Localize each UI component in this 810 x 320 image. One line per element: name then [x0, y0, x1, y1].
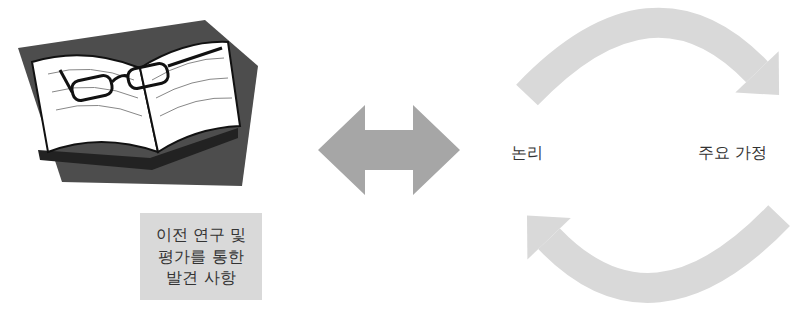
text-group: 논리: [511, 142, 543, 164]
cycle-label-node: 논리: [505, 138, 549, 168]
arrow-head: [527, 216, 571, 260]
node-text: 논리: [511, 142, 543, 164]
arrow-head: [735, 51, 779, 95]
cycle-label-node: 주요 가정: [692, 138, 773, 168]
node-text: 이전 연구 및 평가를 통한 발견 사항: [150, 224, 252, 289]
cycle-arrow: [527, 216, 779, 288]
text-group: 주요 가정: [698, 142, 767, 164]
double-arrow: [318, 105, 460, 195]
node-text: 주요 가정: [698, 142, 767, 164]
glasses: [60, 48, 222, 102]
backdrop-shape: [18, 20, 258, 186]
finding-box: 이전 연구 및 평가를 통한 발견 사항: [140, 213, 262, 300]
cycle-arrow: [527, 23, 779, 95]
page-lines: [48, 58, 232, 116]
arrow-band: [527, 23, 757, 95]
book-right-page: [140, 42, 240, 152]
text-group: 이전 연구 및 평가를 통한 발견 사항: [150, 224, 252, 289]
arrow-band: [549, 216, 779, 288]
book-left-page: [32, 55, 158, 152]
